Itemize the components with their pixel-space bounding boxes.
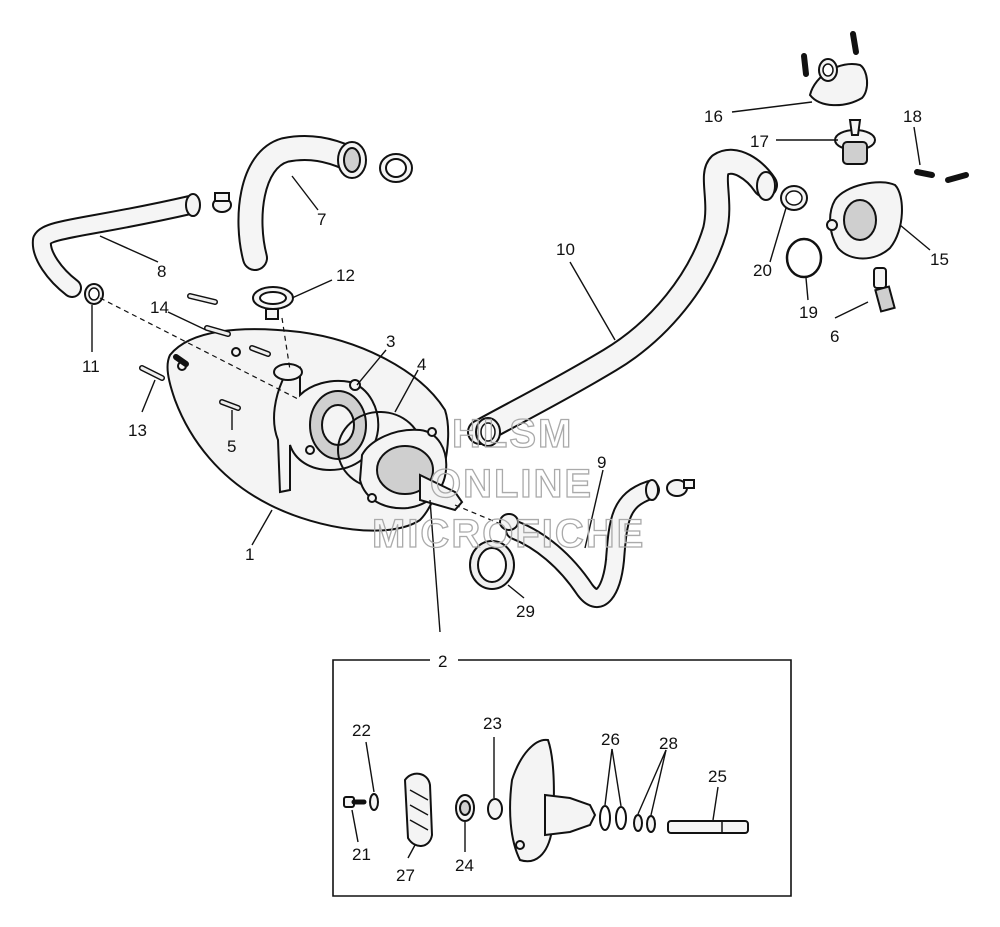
callout-13: 13: [128, 421, 147, 440]
bolt-14c: [249, 345, 271, 357]
callout-10: 10: [556, 240, 575, 259]
o-ring-28a: [633, 814, 643, 832]
clamp-12: [252, 286, 294, 320]
callout-23: 23: [483, 714, 502, 733]
seal-24: [455, 794, 475, 822]
bolt-5: [219, 399, 241, 411]
dash-line-1: [99, 297, 301, 401]
callout-19: 19: [799, 303, 818, 322]
bolt-14d: [173, 354, 189, 367]
callout-17: 17: [750, 132, 769, 151]
callout-11: 11: [82, 357, 100, 376]
hose-10: [467, 148, 778, 445]
callout-26: 26: [601, 730, 620, 749]
clamp-11: [84, 283, 104, 305]
clamp-9-bottom: [499, 513, 519, 531]
impeller-27: [403, 772, 434, 847]
hose-9: [505, 479, 660, 608]
callout-20: 20: [753, 261, 772, 280]
detail-box-2: [332, 659, 792, 897]
clamp-7-top: [379, 153, 413, 183]
callout-4: 4: [417, 355, 426, 374]
thermostat-17: [834, 119, 876, 165]
sensor-6: [873, 267, 896, 313]
callout-12: 12: [336, 266, 355, 285]
clamp-10-bottom: [475, 417, 501, 447]
bolt-21: [343, 796, 367, 808]
callout-18: 18: [903, 107, 922, 126]
watermark-line-2: ONLINE: [430, 462, 593, 506]
callout-28: 28: [659, 734, 678, 753]
clamp-8-end: [212, 192, 232, 213]
callout-16: 16: [704, 107, 723, 126]
callout-29: 29: [516, 602, 535, 621]
callout-15: 15: [930, 250, 949, 269]
o-ring-26b: [615, 806, 627, 830]
callout-6: 6: [830, 327, 839, 346]
water-pump-2: [358, 427, 464, 512]
bolt-18a: [914, 169, 935, 178]
callout-27: 27: [396, 866, 415, 885]
watermark-line-1: HLSM: [452, 412, 573, 456]
callout-8: 8: [157, 262, 166, 281]
callout-9: 9: [597, 453, 606, 472]
shaft-25: [667, 820, 749, 834]
bolt-14a: [187, 293, 218, 305]
bolt-14b: [204, 325, 231, 337]
callout-5: 5: [227, 437, 236, 456]
watermark-line-3: MICROFICHE: [372, 512, 645, 556]
callout-7: 7: [317, 210, 326, 229]
callout-14: 14: [150, 298, 169, 317]
o-ring-19: [785, 237, 823, 279]
o-ring-28b: [646, 815, 656, 833]
thermostat-cover-16: [808, 58, 868, 107]
callout-25: 25: [708, 767, 727, 786]
hose-8: [31, 193, 201, 298]
thermostat-housing-15: [826, 181, 903, 260]
hose-7: [237, 135, 367, 271]
bolt-16b: [850, 31, 859, 55]
pump-body-detail: [509, 738, 597, 863]
callout-22: 22: [352, 721, 371, 740]
clamp-20: [780, 185, 808, 211]
washer-23: [487, 798, 503, 820]
o-ring-26a: [599, 805, 611, 831]
callout-1: 1: [245, 545, 254, 564]
callout-21: 21: [352, 845, 371, 864]
clamp-9-top: [666, 479, 695, 497]
o-ring-29: [469, 540, 515, 590]
bolt-16a: [801, 53, 809, 77]
bolt-13: [139, 365, 165, 381]
callout-2: 2: [438, 652, 447, 671]
watermark: HLSM ONLINE MICROFICHE: [371, 411, 645, 556]
pump-housing-3: [273, 363, 380, 494]
bolt-18b: [945, 172, 969, 183]
washer-22: [369, 793, 379, 811]
callout-3: 3: [386, 332, 395, 351]
callout-24: 24: [455, 856, 474, 875]
